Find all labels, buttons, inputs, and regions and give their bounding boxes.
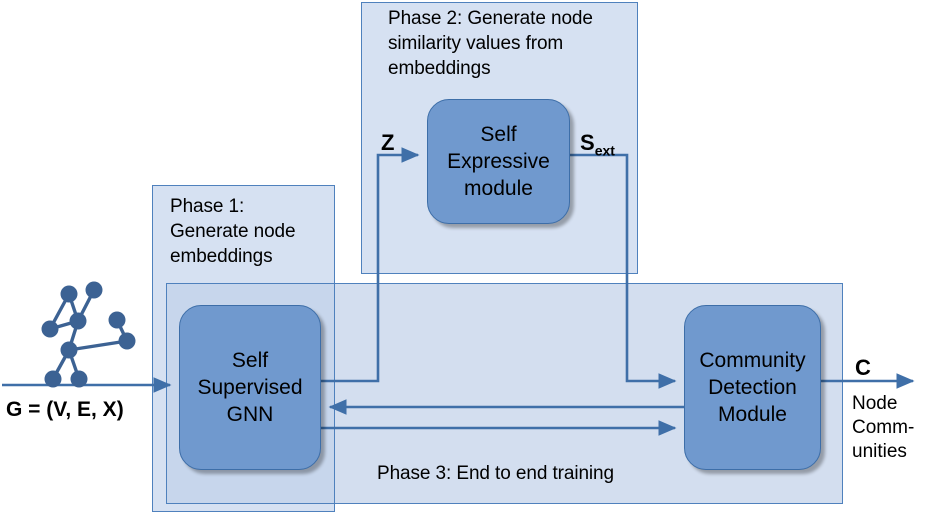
label-c-text: C (855, 355, 871, 380)
label-s-ext-text: S (580, 130, 595, 155)
module-community-detection[interactable]: Community Detection Module (684, 305, 821, 470)
graph-icon-nodes (41, 281, 136, 388)
input-graph-icon (41, 281, 136, 388)
label-z: Z (381, 130, 394, 156)
input-graph-label: G = (V, E, X) (6, 398, 124, 421)
label-s-ext-subscript: ext (594, 142, 615, 159)
phase-3-label: Phase 3: End to end training (377, 463, 614, 484)
label-s-ext: Sext (580, 130, 615, 158)
phase-1-label: Phase 1: Generate node embeddings (170, 196, 296, 267)
label-z-text: Z (381, 130, 395, 155)
phase-2-label: Phase 2: Generate node similarity values… (388, 8, 593, 79)
graph-icon-edges (48, 289, 129, 380)
label-c: C (855, 355, 871, 381)
module-self-expressive[interactable]: Self Expressive module (427, 99, 570, 224)
phase-3-panel-outline (166, 283, 843, 504)
module-self-supervised-gnn[interactable]: Self Supervised GNN (179, 305, 321, 470)
output-node-communities-label: Node Comm- unities (852, 393, 915, 462)
